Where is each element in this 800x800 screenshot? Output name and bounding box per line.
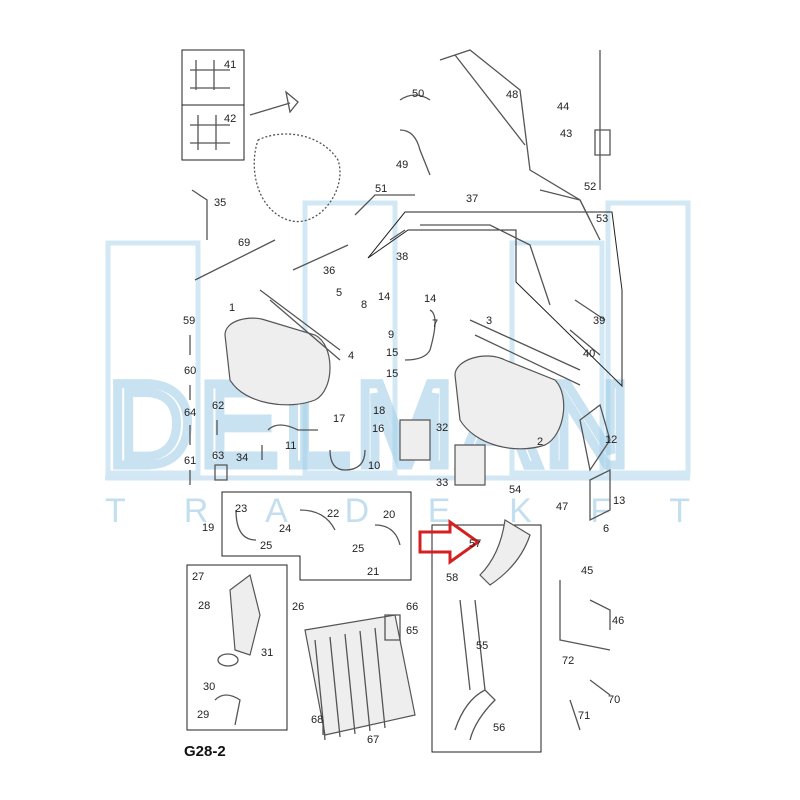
highlight-arrow-icon — [418, 519, 481, 565]
callout-63: 63 — [212, 450, 224, 462]
callout-52: 52 — [584, 181, 596, 193]
callout-7: 7 — [432, 318, 438, 330]
callout-53: 53 — [596, 213, 608, 225]
callout-64: 64 — [184, 407, 196, 419]
callout-12: 12 — [605, 434, 617, 446]
callout-2: 2 — [537, 436, 543, 448]
callout-25: 25 — [260, 540, 272, 552]
callout-29: 29 — [197, 709, 209, 721]
callout-26: 26 — [292, 601, 304, 613]
callout-68: 68 — [311, 714, 323, 726]
box-26 — [186, 564, 288, 731]
callout-1: 1 — [229, 302, 235, 314]
box-19 — [221, 491, 412, 581]
callout-11: 11 — [285, 440, 296, 452]
callout-37: 37 — [466, 193, 478, 205]
callout-48: 48 — [506, 89, 518, 101]
callout-60: 60 — [184, 365, 196, 377]
callout-32: 32 — [436, 422, 448, 434]
callout-30: 30 — [203, 681, 215, 693]
callout-15: 15 — [386, 368, 398, 380]
callout-4: 4 — [348, 350, 354, 362]
callout-15: 15 — [386, 347, 398, 359]
callout-10: 10 — [368, 460, 380, 472]
callout-46: 46 — [612, 615, 624, 627]
callout-59: 59 — [183, 315, 195, 327]
callout-49: 49 — [396, 159, 408, 171]
callout-54: 54 — [509, 484, 521, 496]
callout-58: 58 — [446, 572, 458, 584]
callout-45: 45 — [581, 565, 593, 577]
callout-38: 38 — [396, 251, 408, 263]
callout-5: 5 — [336, 287, 342, 299]
callout-13: 13 — [613, 495, 625, 507]
callout-36: 36 — [323, 265, 335, 277]
callout-6: 6 — [603, 523, 609, 535]
callout-62: 62 — [212, 400, 224, 412]
callout-69: 69 — [238, 237, 250, 249]
callout-34: 34 — [236, 452, 248, 464]
callout-40: 40 — [583, 348, 595, 360]
callout-57: 57 — [469, 538, 481, 550]
callout-35: 35 — [214, 197, 226, 209]
callout-41: 41 — [224, 59, 236, 71]
callout-25: 25 — [352, 543, 364, 555]
group-boxes — [181, 49, 623, 753]
watermark-sub: T R A D E K F T — [105, 492, 690, 530]
callout-19: 19 — [202, 522, 214, 534]
callout-47: 47 — [556, 501, 568, 513]
part-shapes — [189, 49, 611, 741]
callout-56: 56 — [493, 722, 505, 734]
diagram-reference: G28-2 — [184, 743, 226, 760]
callout-22: 22 — [327, 508, 339, 520]
callout-14: 14 — [424, 293, 436, 305]
callout-16: 16 — [372, 423, 384, 435]
callout-14: 14 — [378, 291, 390, 303]
box-54 — [431, 524, 542, 753]
callout-55: 55 — [476, 640, 488, 652]
callout-39: 39 — [593, 315, 605, 327]
callout-23: 23 — [235, 503, 247, 515]
callout-18: 18 — [373, 405, 385, 417]
callout-72: 72 — [562, 655, 574, 667]
callout-66: 66 — [406, 601, 418, 613]
callout-50: 50 — [412, 88, 424, 100]
callout-43: 43 — [560, 128, 572, 140]
callout-51: 51 — [375, 183, 387, 195]
callout-71: 71 — [578, 710, 590, 722]
callout-3: 3 — [486, 315, 492, 327]
callout-8: 8 — [361, 299, 367, 311]
callout-21: 21 — [367, 566, 379, 578]
callout-27: 27 — [192, 571, 204, 583]
callout-44: 44 — [557, 101, 569, 113]
callout-67: 67 — [367, 734, 379, 746]
callout-31: 31 — [261, 647, 273, 659]
box-37 — [367, 211, 623, 388]
callout-65: 65 — [406, 625, 418, 637]
callout-17: 17 — [333, 413, 345, 425]
callout-24: 24 — [279, 523, 291, 535]
callout-61: 61 — [184, 455, 196, 467]
callout-42: 42 — [224, 113, 236, 125]
callout-28: 28 — [198, 600, 210, 612]
callout-70: 70 — [608, 694, 620, 706]
callout-20: 20 — [383, 509, 395, 521]
callout-9: 9 — [388, 329, 394, 341]
callout-33: 33 — [436, 477, 448, 489]
